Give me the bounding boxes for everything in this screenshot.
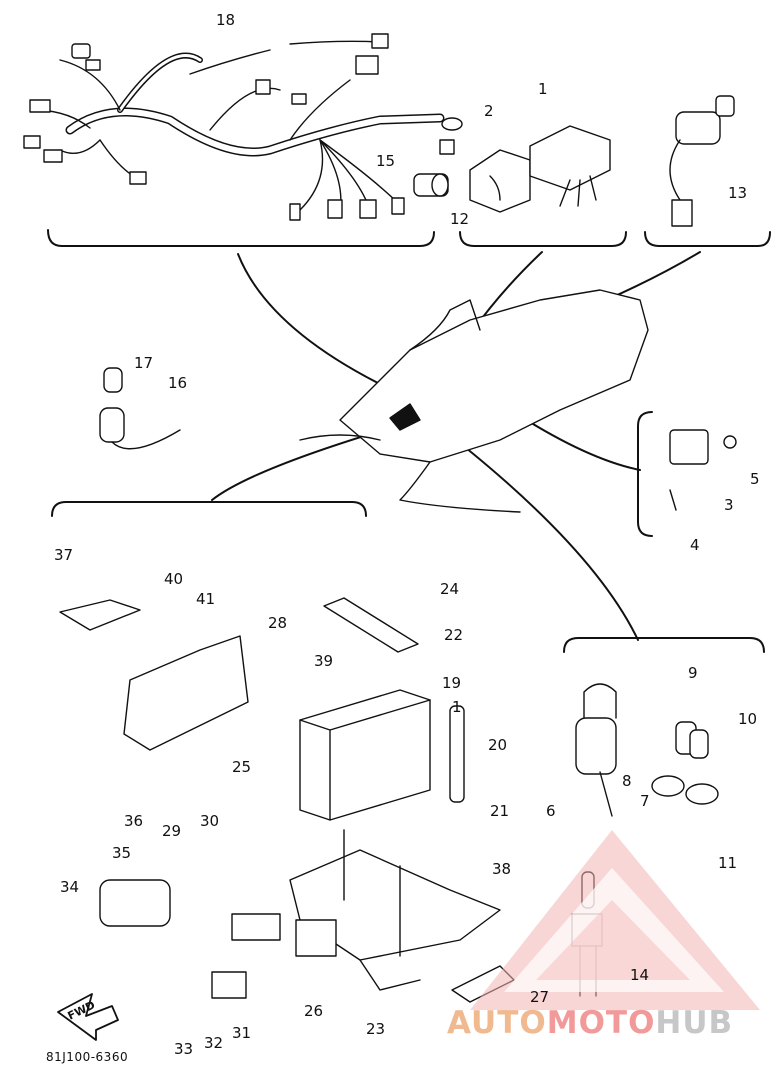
callout-40: 40 bbox=[164, 570, 184, 588]
callout-26: 26 bbox=[304, 1002, 324, 1020]
callout-5: 5 bbox=[750, 470, 760, 488]
callout-21: 21 bbox=[490, 802, 510, 820]
callout-32: 32 bbox=[204, 1034, 224, 1052]
part-code: 81J100-6360 bbox=[46, 1050, 129, 1064]
callout-36: 36 bbox=[124, 812, 144, 830]
callout-22: 22 bbox=[444, 626, 464, 644]
watermark-hub: HUB bbox=[655, 1005, 734, 1041]
callout-39: 39 bbox=[314, 652, 334, 670]
callout-12: 12 bbox=[450, 210, 470, 228]
watermark-moto: MOTO bbox=[546, 1005, 656, 1041]
callout-19: 19 bbox=[442, 674, 462, 692]
callout-24: 24 bbox=[440, 580, 460, 598]
part-22-strap bbox=[323, 597, 419, 653]
part-12-plug bbox=[413, 173, 449, 197]
part-3-relay bbox=[669, 429, 737, 511]
part-31-fuse-block bbox=[211, 971, 247, 999]
callout-13: 13 bbox=[728, 184, 748, 202]
part-19-battery bbox=[299, 689, 431, 821]
part-26-holder bbox=[231, 913, 337, 957]
wire-harness bbox=[23, 33, 463, 221]
part-1-cdi-unit bbox=[529, 125, 611, 207]
callout-34: 34 bbox=[60, 878, 80, 896]
callout-29: 29 bbox=[162, 822, 182, 840]
part-13-main-switch bbox=[669, 95, 735, 227]
part-16-light-assembly bbox=[99, 367, 181, 450]
callout-3: 3 bbox=[724, 496, 734, 514]
callout-33: 33 bbox=[174, 1040, 194, 1058]
callout-28: 28 bbox=[268, 614, 288, 632]
callout-17: 17 bbox=[134, 354, 154, 372]
part-28-plate bbox=[59, 599, 249, 751]
callout-10: 10 bbox=[738, 710, 758, 728]
callout-18: 18 bbox=[216, 11, 236, 29]
callout-27: 27 bbox=[530, 988, 550, 1006]
callout-8: 8 bbox=[622, 772, 632, 790]
callout-38: 38 bbox=[492, 860, 512, 878]
part-23-battery-tray bbox=[289, 829, 501, 991]
watermark-logo bbox=[470, 830, 760, 1010]
callout-4: 4 bbox=[690, 536, 700, 554]
part-34-regulator bbox=[99, 879, 171, 927]
callout-6: 6 bbox=[546, 802, 556, 820]
callout-35: 35 bbox=[112, 844, 132, 862]
callout-30: 30 bbox=[200, 812, 220, 830]
part-20-hose bbox=[449, 705, 465, 803]
part-6-coil-assembly bbox=[575, 683, 617, 817]
callout-11: 11 bbox=[718, 854, 738, 872]
part-10-caps bbox=[651, 721, 719, 805]
part-2-cover bbox=[469, 149, 531, 213]
snowmobile-body bbox=[299, 289, 649, 513]
callout-23: 23 bbox=[366, 1020, 386, 1038]
callout-2: 2 bbox=[484, 102, 494, 120]
callout-31: 31 bbox=[232, 1024, 252, 1042]
callout-9: 9 bbox=[688, 664, 698, 682]
callout-25: 25 bbox=[232, 758, 252, 776]
group-frames bbox=[47, 229, 771, 653]
watermark-auto: AUTO bbox=[447, 1005, 547, 1041]
callout-14: 14 bbox=[630, 966, 650, 984]
callout-41: 41 bbox=[196, 590, 216, 608]
callout-7: 7 bbox=[640, 792, 650, 810]
callout-1: 1 bbox=[538, 80, 548, 98]
callout-16: 16 bbox=[168, 374, 188, 392]
callout-20: 20 bbox=[488, 736, 508, 754]
callout-37: 37 bbox=[54, 546, 74, 564]
watermark-text: AUTOMOTOHUB bbox=[447, 1005, 733, 1041]
callout-1b: 1 bbox=[452, 698, 462, 716]
callout-15: 15 bbox=[376, 152, 396, 170]
fwd-arrow: FWD bbox=[57, 993, 119, 1041]
